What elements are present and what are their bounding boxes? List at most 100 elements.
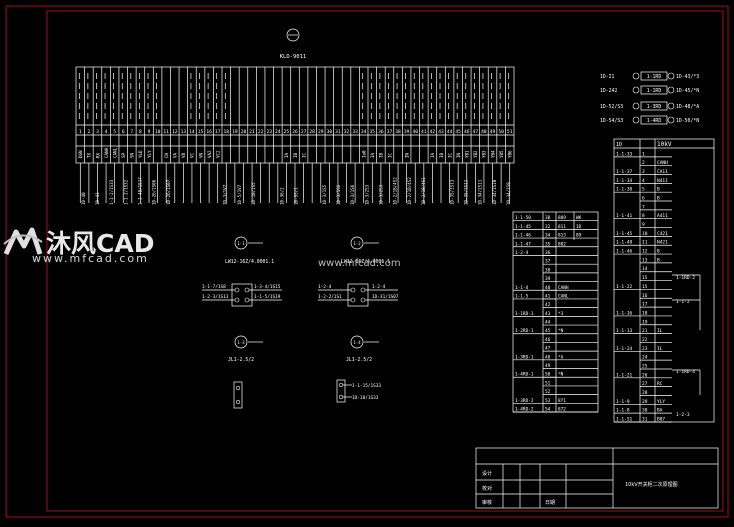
rt-fuse-icon (632, 116, 640, 124)
terminal-wire-label: 1D-34/1S10 (492, 179, 497, 205)
relay2-pin-label: 1D-18/1S33 (352, 395, 379, 401)
switch2-pin-label: 1D-31/1S07 (372, 294, 399, 300)
table-10kv-cell-a: 1-1-21 (616, 372, 633, 378)
table-mid-cell-a: 1-1-47 (515, 241, 531, 247)
terminal-wire-label: 1D-2/1B/4S2 (393, 177, 398, 205)
terminal-signal: DGN (78, 150, 83, 158)
table-10kv-cell-a: 1-1-24 (616, 346, 633, 352)
terminal-wire-label: 1D-36/2 (279, 187, 284, 205)
table-mid-cell-b: 40 (545, 285, 551, 291)
table-mid-cell-b: 41 (545, 293, 551, 299)
table-10kv-cell-n: 30 (642, 408, 648, 414)
switch2-contact-icon (350, 287, 356, 293)
table-10kv-cell-n: 7 (642, 204, 645, 210)
rt-left-label: 1D-54/S3 (600, 118, 623, 124)
terminal-wire-label: 1-1-2/1S32 (123, 179, 128, 205)
terminal-number: 19 (232, 129, 238, 135)
terminal-number: 2 (87, 129, 90, 135)
terminal-signal: YLD (138, 150, 143, 158)
table-10kv-cell-a: 1-1-33 (616, 151, 633, 157)
table-mid-cell-a: 1-1-45 (515, 224, 531, 230)
table-10kv-cell-n: 18 (642, 310, 648, 316)
rt-fuse-box (640, 85, 668, 95)
terminal-number: 12 (172, 129, 178, 135)
table-mid-cell-b: 32 (545, 224, 551, 230)
table-mid-cell-b: 42 (545, 302, 551, 308)
terminal-signal: VA (173, 152, 178, 158)
watermark-center-url: www.mfcad.com (318, 258, 401, 269)
relay1-contact-icon (235, 399, 241, 405)
title-block-date: 日期 (545, 500, 555, 506)
terminal-signal: YB5 (499, 150, 504, 158)
switch2-pin-label: 1-2-4 (372, 284, 386, 290)
terminal-number: 49 (490, 129, 496, 135)
table-mid-cell-b: 51 (545, 380, 551, 386)
table-mid-cell-d: 89 (576, 233, 582, 239)
rt-fuse-box (640, 115, 668, 125)
table-10kv-cell-n: 17 (642, 302, 648, 308)
table-10kv-cell-a: 1-1-46 (616, 249, 633, 255)
rt-fuse-icon (667, 116, 675, 124)
terminal-wire-label: 1D-41 (95, 192, 100, 205)
terminal-wire-label: 1D-3/2S3 (364, 184, 369, 205)
table-mid-cell-c: *3 (558, 311, 564, 317)
outer-border (5, 5, 729, 518)
table-10kv-cell-s: A411 (657, 213, 668, 219)
terminal-number: 14 (189, 129, 195, 135)
table-10kv-cell-s: CANH (657, 160, 668, 166)
switch2-contact-icon (350, 297, 356, 303)
table-mid-cell-a: 1-1RD-1 (515, 311, 534, 317)
terminal-number: 25 (284, 129, 290, 135)
relay1-contact-icon (235, 385, 241, 391)
table-10kv-cell-s: YLY (657, 399, 665, 405)
switch1-pin-label: 1-1-7/1S8 (202, 284, 226, 290)
terminal-number: 38 (395, 129, 401, 135)
terminal-wire-label: 1D-35/1S13 (449, 179, 454, 205)
table-10kv-cell-n: 15 (642, 284, 648, 290)
table-10kv-cell-n: 19 (642, 319, 648, 325)
table-10kv-cell-n: 14 (642, 266, 648, 272)
table-10kv-side-label: 1-1RD-4 (676, 369, 695, 375)
switch1-contact-icon (234, 287, 240, 293)
terminal-signal: IC (301, 152, 306, 158)
table-mid-cell-b: 34 (545, 233, 551, 239)
terminal-signal: VC2 (216, 150, 221, 158)
terminal-signal: IC (387, 152, 392, 158)
terminal-number: 31 (335, 129, 341, 135)
table-10kv-cell-n: 28 (642, 390, 648, 396)
table-mid-cell-a: 1-1-50 (515, 215, 531, 221)
terminal-number: 1 (79, 129, 82, 135)
table-10kv-col1: 1D (616, 142, 622, 148)
table-10kv-cell-s: B (657, 249, 660, 255)
table-mid-cell-b: 44 (545, 320, 551, 326)
table-mid-cell-a: 1-4RD-1 (515, 372, 534, 378)
table-10kv-cell-n: 12 (642, 249, 648, 255)
table-10kv-cell-s: B07 (657, 417, 665, 423)
table-10kv-cell-n: 2 (642, 160, 645, 166)
table-mid-cell-b: 49 (545, 363, 551, 369)
table-mid-cell-b: 50 (545, 372, 551, 378)
terminal-number: 43 (438, 129, 444, 135)
terminal-wire-label: 1D-40 (81, 192, 86, 205)
rt-fuse-icon (667, 72, 675, 80)
table-10kv-side-label: 1-2-3 (676, 412, 690, 418)
switch1-body (231, 283, 253, 307)
terminal-number: 29 (318, 129, 324, 135)
terminal-signal: CANL (112, 147, 117, 158)
table-10kv-side-label: 1-1-2 (676, 299, 690, 305)
terminal-number: 3 (96, 129, 99, 135)
terminal-number: 8 (139, 129, 142, 135)
table-10kv-cell-s: IL (657, 328, 663, 334)
terminal-wire-label: 1D-3/1S6 (350, 184, 355, 205)
terminal-number: 5 (113, 129, 116, 135)
terminal-number: 45 (455, 129, 461, 135)
terminal-number: 37 (387, 129, 393, 135)
table-10kv-side-label: 1-1RD-2 (676, 275, 695, 281)
table-10kv-cell-s: IL (657, 346, 663, 352)
table-mid-cell-b: 38 (545, 215, 551, 221)
table-10kv-cell-n: 27 (642, 381, 648, 387)
terminal-signal: CH (164, 152, 169, 158)
switch2-pin-label: 1-2-4 (318, 284, 332, 290)
rt-right-label: 1D-50/*N (676, 118, 699, 124)
